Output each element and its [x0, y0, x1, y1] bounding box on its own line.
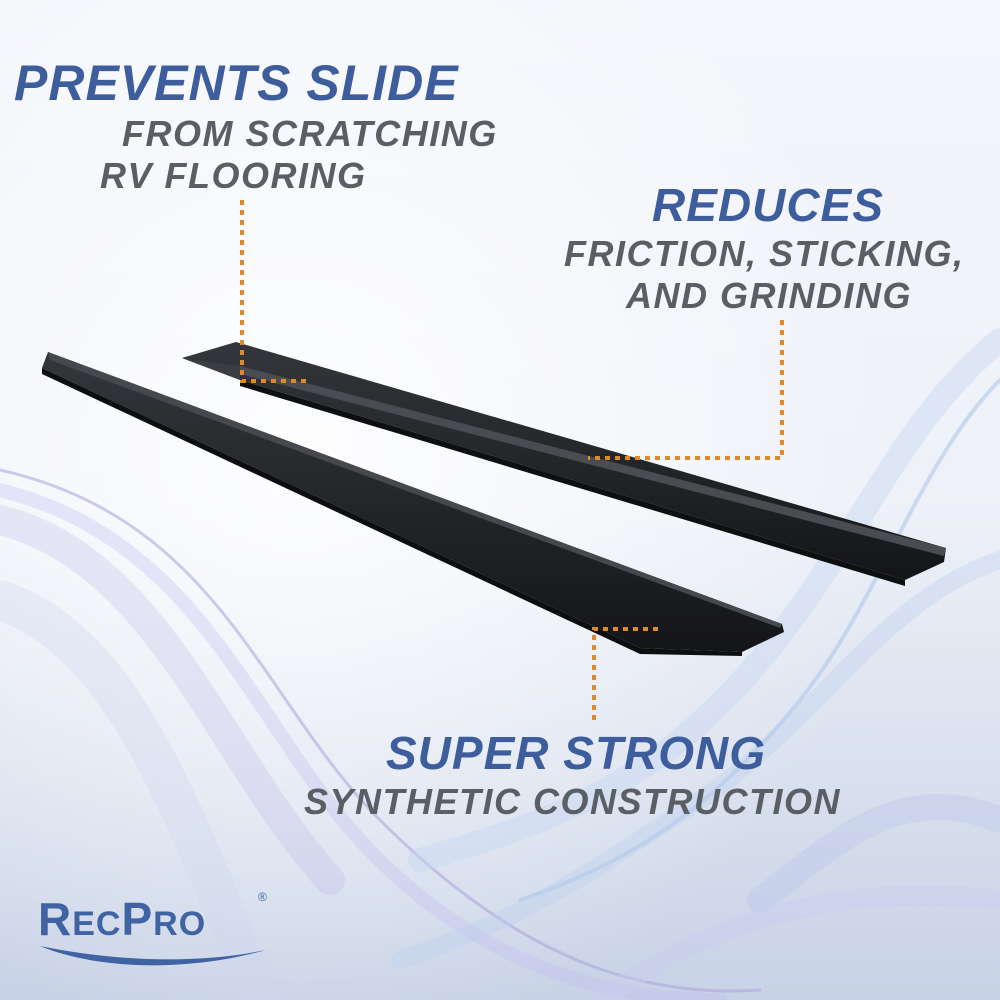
- leader-strong: [592, 627, 662, 720]
- callout-strong-line1: SYNTHETIC CONSTRUCTION: [304, 781, 841, 822]
- background-waves: [0, 328, 1000, 1000]
- callout-reduces-heading: REDUCES: [652, 179, 884, 231]
- callout-reduces-line1: FRICTION, STICKING,: [564, 233, 965, 274]
- recpro-logo: RECPRO ®: [38, 890, 298, 990]
- logo-swoosh: [40, 946, 266, 966]
- callout-reduces-line2: AND GRINDING: [626, 275, 912, 316]
- leader-prevents: [240, 200, 306, 383]
- callout-strong-heading: SUPER STRONG: [386, 727, 767, 779]
- upper-slide-strip: [182, 342, 946, 586]
- leader-lines: [240, 200, 784, 720]
- lower-slide-strip: [42, 352, 784, 656]
- callout-prevents-line2: RV FLOORING: [100, 155, 367, 196]
- callout-prevents: PREVENTS SLIDE FROM SCRATCHING RV FLOORI…: [14, 55, 498, 196]
- callout-prevents-line1: FROM SCRATCHING: [122, 113, 498, 154]
- callout-reduces: REDUCES FRICTION, STICKING, AND GRINDING: [560, 182, 1000, 314]
- registered-mark: ®: [258, 890, 267, 904]
- recpro-wordmark: RECPRO: [38, 893, 207, 945]
- callout-prevents-heading: PREVENTS SLIDE: [14, 55, 459, 111]
- callout-strong: SUPER STRONG SYNTHETIC CONSTRUCTION: [300, 730, 920, 820]
